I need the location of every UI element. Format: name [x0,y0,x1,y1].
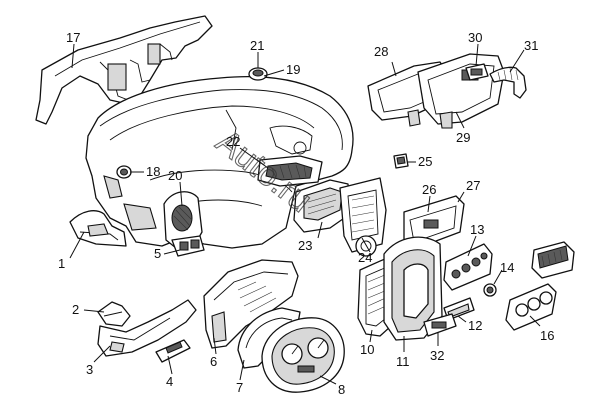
part-25-clip [393,153,409,169]
part-switch-block [531,241,575,279]
callout-2: 2 [72,302,79,317]
part-24-heater-control [339,177,387,257]
callout-1: 1 [58,256,65,271]
callout-11: 11 [396,354,410,369]
part-1-lower-left-bracket [69,210,127,247]
callout-10: 10 [360,342,374,357]
callout-19: 19 [286,62,300,77]
callout-18: 18 [146,164,160,179]
callout-12: 12 [468,318,482,333]
part-23-center-bracket [293,179,351,233]
callout-23: 23 [298,238,312,253]
callout-20: 20 [168,168,182,183]
part-19-dashboard-panel [85,75,354,249]
callout-6: 6 [210,354,217,369]
part-22-center-vent [257,155,323,187]
part-14-knob [483,283,497,297]
callout-22: 22 [226,134,240,149]
part-32-switch [423,313,457,337]
part-8-instrument-cluster [261,317,345,393]
part-5-switch [171,235,205,257]
callout-24: 24 [358,250,372,265]
callout-7: 7 [236,380,243,395]
part-30-latch [465,63,489,81]
part-16-knob-panel [505,283,557,331]
callout-14: 14 [500,260,514,275]
callout-21: 21 [250,38,264,53]
callout-17: 17 [66,30,80,45]
part-4-small-trim [155,339,191,363]
part-18-side-vent [116,165,132,179]
callout-5: 5 [154,246,161,261]
callout-4: 4 [166,374,173,389]
callout-13: 13 [470,222,484,237]
callout-labels: 17 21 19 18 20 22 23 24 25 26 27 28 29 3… [58,30,554,397]
part-31-cable [489,66,527,99]
part-11-console-surround [383,236,443,341]
callout-32: 32 [430,348,444,363]
callout-29: 29 [456,130,470,145]
callout-31: 31 [524,38,538,53]
callout-28: 28 [374,44,388,59]
part-6-cluster-shroud [203,259,299,349]
part-3-left-underpanel [97,299,197,357]
callout-26: 26 [422,182,436,197]
callout-25: 25 [418,154,432,169]
part-17-dash-frame [35,15,213,125]
part-2-clip [97,301,131,327]
part-20-left-vent-housing [163,191,203,249]
part-21-round-vent [248,67,268,81]
callout-27: 27 [466,178,480,193]
part-13-switch-panel [443,243,493,291]
leader-lines [69,43,541,385]
callout-30: 30 [468,30,482,45]
callout-3: 3 [86,362,93,377]
callout-8: 8 [338,382,345,397]
callout-16: 16 [540,328,554,343]
